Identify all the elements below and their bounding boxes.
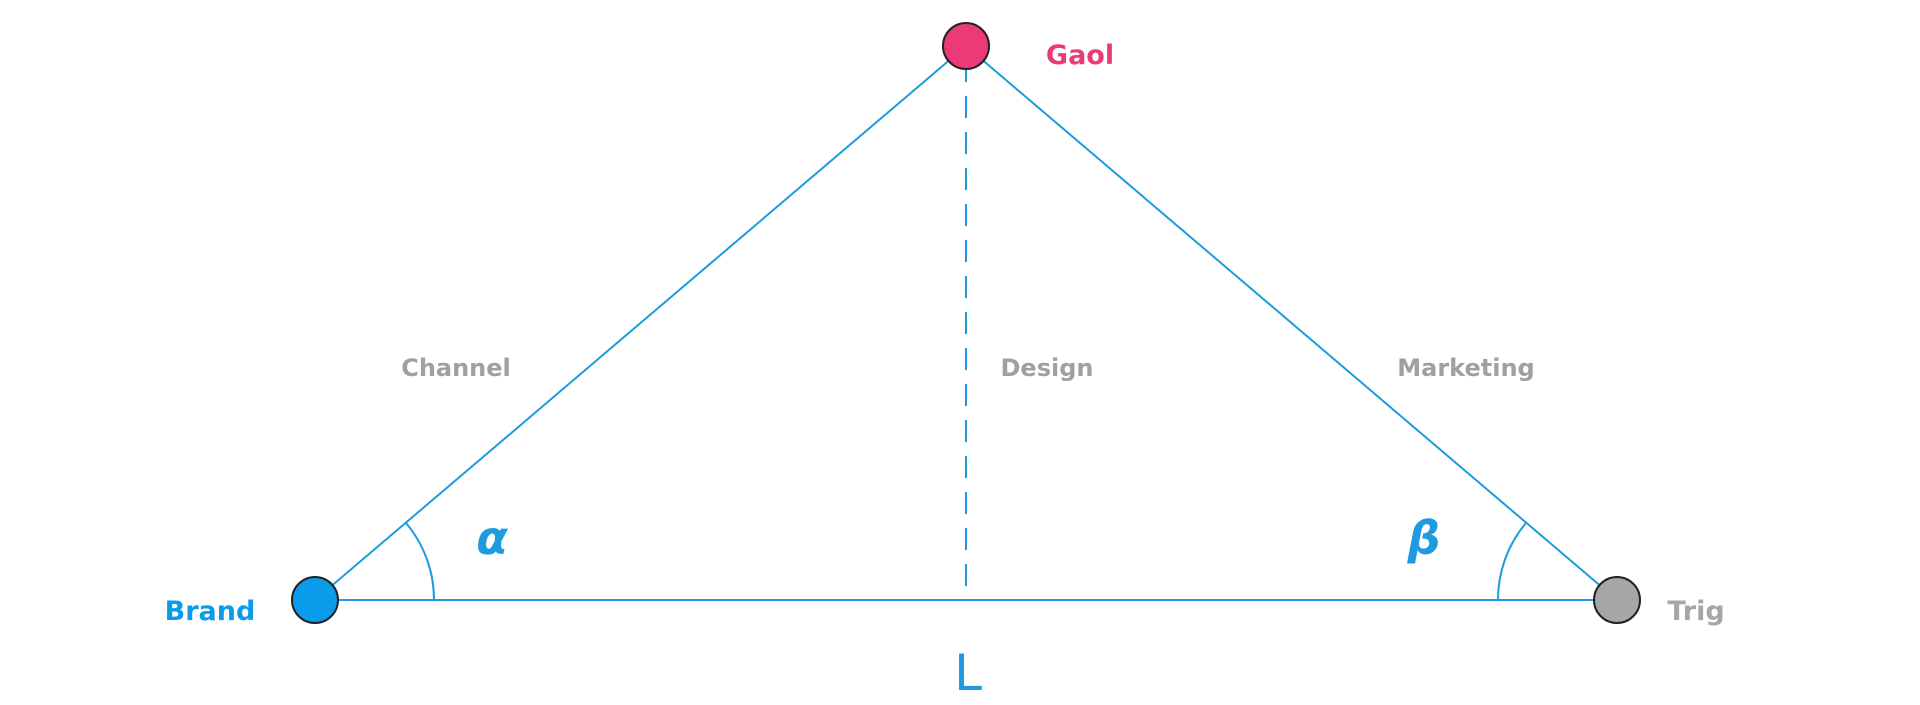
edge-brand-gaol bbox=[314, 45, 967, 601]
node-label-trig: Trig bbox=[1667, 596, 1724, 627]
side-label-design: Design bbox=[1001, 354, 1094, 382]
node-trig bbox=[1593, 576, 1641, 624]
base-label: L bbox=[954, 644, 982, 700]
node-brand bbox=[291, 576, 339, 624]
angle-arc-right bbox=[1496, 522, 1527, 601]
node-gaol bbox=[942, 22, 990, 70]
angle-label-beta: β bbox=[1407, 511, 1441, 565]
side-label-marketing: Marketing bbox=[1397, 354, 1534, 382]
angle-arc-left bbox=[405, 522, 436, 601]
node-label-brand: Brand bbox=[165, 596, 256, 627]
side-label-channel: Channel bbox=[401, 354, 511, 382]
node-label-gaol: Gaol bbox=[1046, 40, 1114, 71]
angle-label-alpha: α bbox=[476, 511, 508, 565]
edge-gaol-trig bbox=[965, 45, 1618, 601]
